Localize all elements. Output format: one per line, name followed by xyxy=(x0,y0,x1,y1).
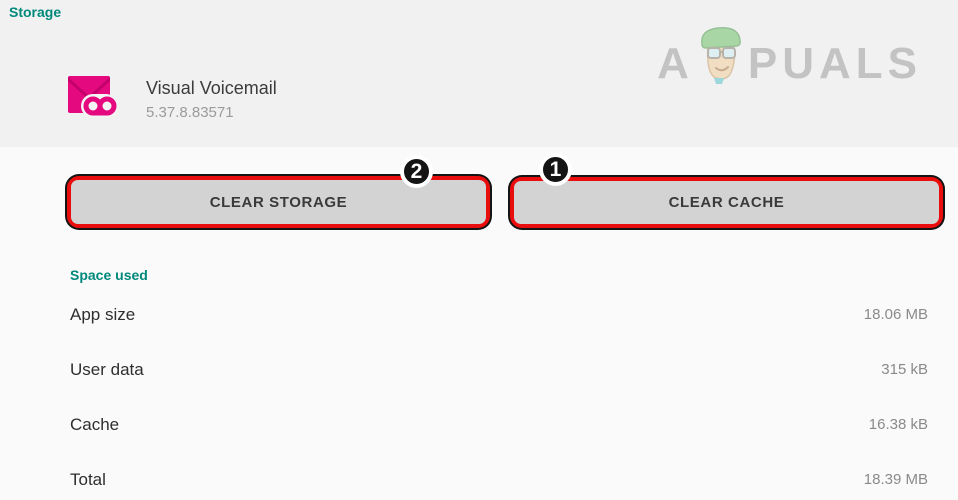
page-title: Storage xyxy=(9,4,62,20)
row-label: Cache xyxy=(70,414,120,434)
row-label: User data xyxy=(70,359,144,379)
row-value: 18.06 MB xyxy=(863,306,928,323)
row-label: Total xyxy=(70,469,106,489)
app-meta: Visual Voicemail 5.37.8.83571 xyxy=(146,78,277,121)
app-name: Visual Voicemail xyxy=(146,78,277,98)
space-used-list: App size 18.06 MB User data 315 kB Cache… xyxy=(0,287,958,500)
clear-cache-button[interactable]: CLEAR CACHE xyxy=(514,181,939,224)
row-value: 18.39 MB xyxy=(863,471,928,488)
clear-cache-highlight-box: CLEAR CACHE xyxy=(510,177,943,228)
list-item-total: Total 18.39 MB xyxy=(0,452,958,500)
watermark-text-prefix: A xyxy=(657,38,694,88)
annotation-badge-1: 1 xyxy=(539,153,572,186)
app-info-row: Visual Voicemail 5.37.8.83571 xyxy=(66,72,277,127)
space-used-section-title: Space used xyxy=(70,267,148,283)
row-value: 315 kB xyxy=(881,361,928,378)
visual-voicemail-app-icon xyxy=(66,72,118,127)
row-value: 16.38 kB xyxy=(868,416,928,433)
appuals-mascot-icon xyxy=(694,27,748,89)
app-version: 5.37.8.83571 xyxy=(146,104,234,121)
list-item-user-data: User data 315 kB xyxy=(0,342,958,397)
row-label: App size xyxy=(70,304,136,324)
appuals-watermark: A PUALS xyxy=(657,27,922,89)
annotation-badge-2: 2 xyxy=(400,155,433,188)
list-item-app-size: App size 18.06 MB xyxy=(0,287,958,342)
list-item-cache: Cache 16.38 kB xyxy=(0,397,958,452)
watermark-text-suffix: PUALS xyxy=(747,38,922,88)
clear-storage-button[interactable]: CLEAR STORAGE xyxy=(71,180,486,224)
header-band: Storage Visual Voicemail 5.37.8.83571 xyxy=(0,0,958,147)
